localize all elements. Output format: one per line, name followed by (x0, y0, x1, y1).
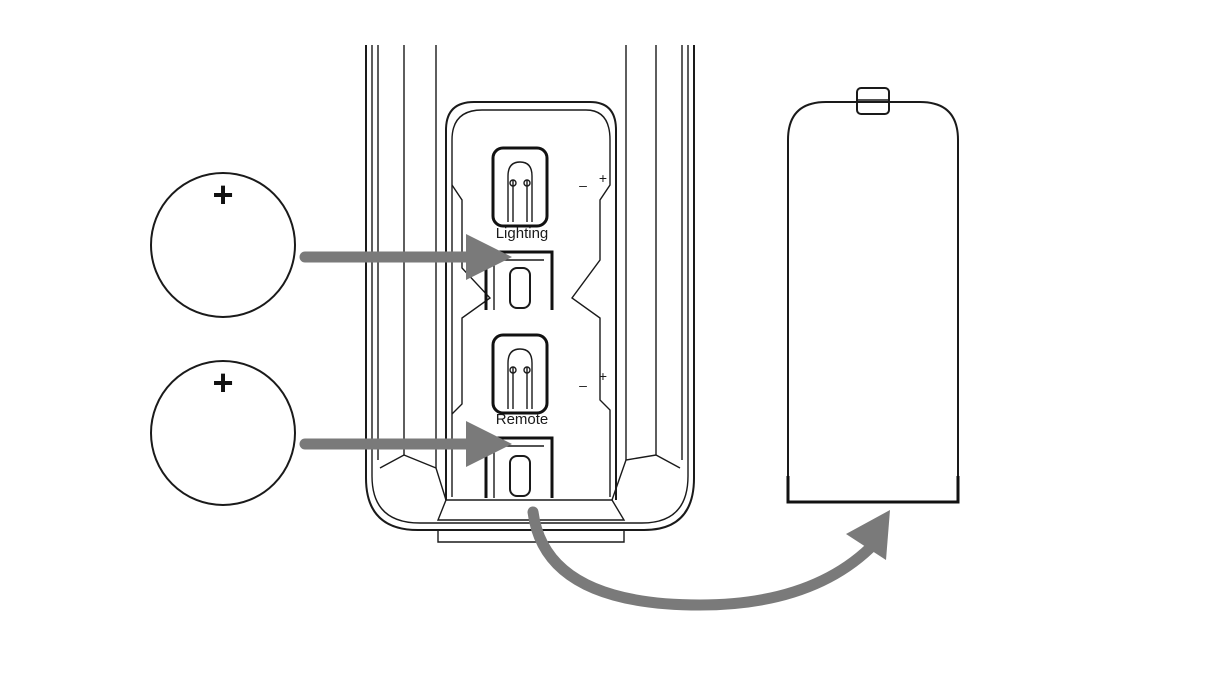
insert-arrow-top (299, 234, 512, 280)
coin-battery-bottom: + (150, 360, 296, 506)
remote-battery-tab (509, 455, 531, 497)
lighting-contact-spring (491, 146, 549, 228)
lighting-plus-label: + (599, 170, 607, 186)
coin-battery-top: + (150, 172, 296, 318)
battery-compartment (445, 101, 617, 500)
insert-arrow-bottom (299, 421, 512, 467)
lighting-battery-tab (509, 267, 531, 309)
lighting-minus-label: – (579, 177, 587, 193)
slot-remote: Remote – + (484, 333, 607, 498)
lighting-label: Lighting (496, 225, 549, 242)
cover-latch-tab (856, 87, 890, 115)
remote-plus-label: + (599, 368, 607, 384)
remote-minus-label: – (579, 377, 587, 393)
battery-cover (786, 87, 960, 504)
attach-cover-curved-arrow (527, 506, 890, 611)
remote-label: Remote (496, 411, 549, 428)
slot-lighting: Lighting – + (484, 146, 607, 310)
battery-bottom-plus-sign: + (212, 362, 233, 403)
battery-top-plus-sign: + (212, 174, 233, 215)
remote-contact-spring (491, 333, 549, 415)
